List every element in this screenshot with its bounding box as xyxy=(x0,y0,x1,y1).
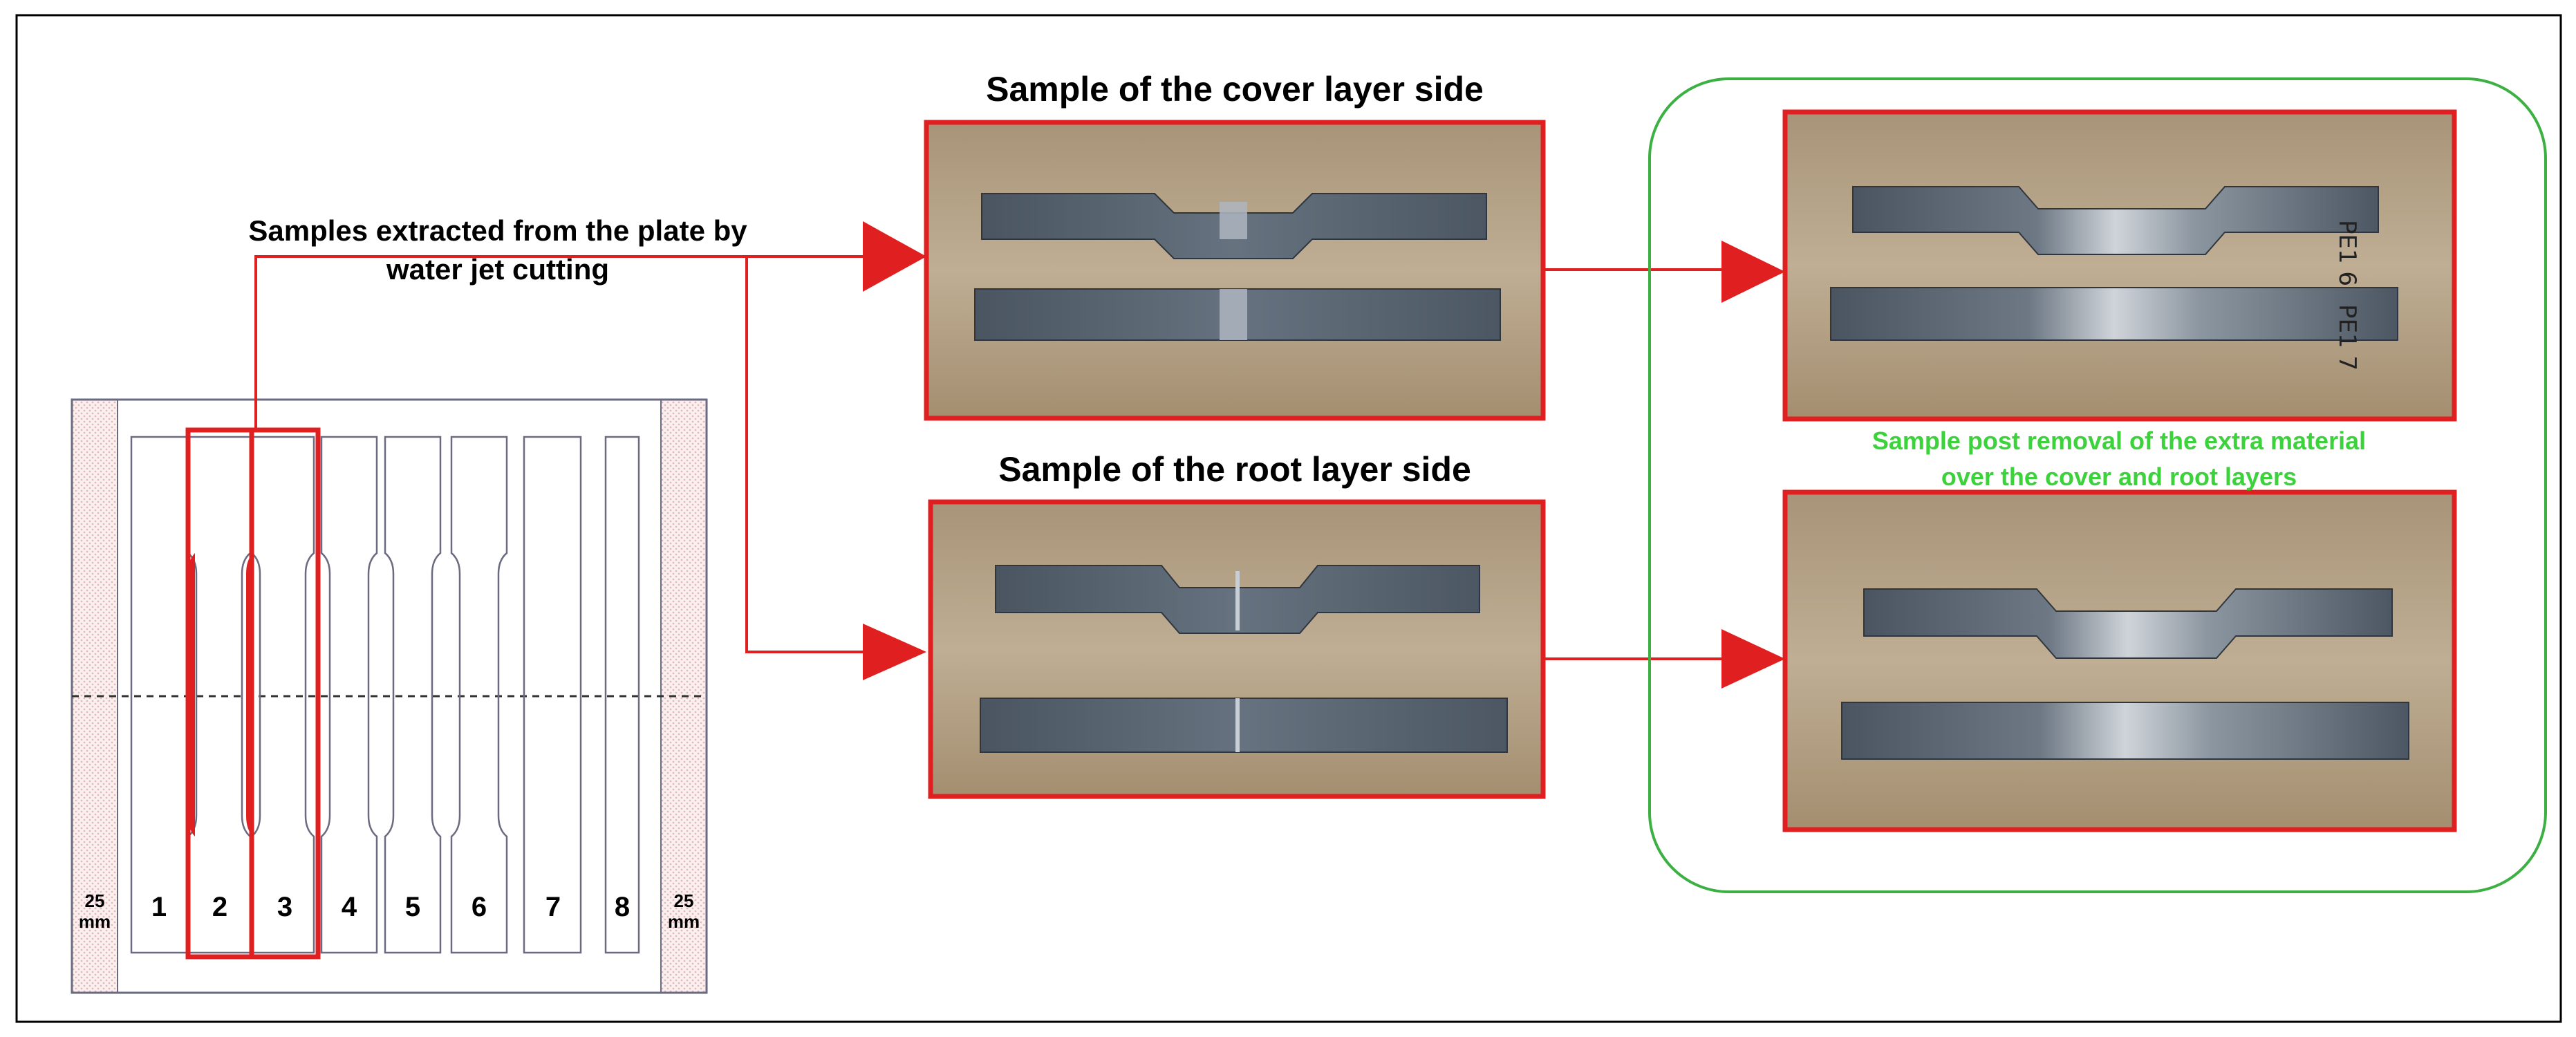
arrow-to-root-after xyxy=(1721,629,1785,689)
strip-outline-3 xyxy=(250,436,315,954)
photo-frame xyxy=(1782,489,2457,832)
strip-outline-7 xyxy=(523,436,582,954)
specimen-bar xyxy=(980,698,1508,753)
strip-label-2: 2 xyxy=(212,892,228,922)
photo-frame xyxy=(928,499,1546,799)
outer-frame xyxy=(15,14,2562,1023)
cover-side-title: Sample of the cover layer side xyxy=(986,70,1484,109)
strip-outline-6 xyxy=(450,436,508,954)
arrow-to-cover-after xyxy=(1721,241,1785,303)
handwriting-bottom: PE1 7 xyxy=(2333,304,2361,371)
strip-label-5: 5 xyxy=(404,892,421,922)
strip-outline-4 xyxy=(320,436,378,954)
photo-root-after xyxy=(1782,489,2457,832)
strip-3-selection xyxy=(249,427,321,960)
arrow-to-cover xyxy=(863,221,926,292)
extraction-caption-line2: water jet cutting xyxy=(386,253,610,286)
root-branch-connector xyxy=(745,256,892,653)
strip-label-7: 7 xyxy=(545,892,561,922)
photo-root-before xyxy=(928,499,1546,799)
extraction-connector xyxy=(254,255,892,430)
strip-label-8: 8 xyxy=(614,892,631,922)
arrow-to-root xyxy=(863,624,926,680)
post-removal-caption: Sample post removal of the extra materia… xyxy=(1770,423,2468,495)
specimen-bar xyxy=(1841,702,2409,760)
strip-outline-1 xyxy=(130,436,188,954)
strip-label-6: 6 xyxy=(471,892,487,922)
right-margin-unit: mm xyxy=(667,911,700,932)
photo-cover-before xyxy=(924,120,1546,421)
strip-outline-8 xyxy=(604,436,640,954)
extraction-caption-line1: Samples extracted from the plate by xyxy=(248,214,747,247)
plate-strips xyxy=(130,436,640,954)
plate-drawing xyxy=(71,398,708,994)
extraction-caption: Samples extracted from the plate by wate… xyxy=(200,212,795,289)
strip-label-3: 3 xyxy=(277,892,293,922)
strip-outline-2 xyxy=(187,436,252,954)
left-margin-value: 25 xyxy=(84,890,105,911)
post-removal-caption-line2: over the cover and root layers xyxy=(1941,463,2297,491)
weld-bead xyxy=(1220,289,1247,340)
weld-bead xyxy=(1220,202,1247,239)
right-margin-label: 25 mm xyxy=(663,890,704,932)
arrowheads xyxy=(863,221,1785,689)
specimen-dogbone xyxy=(1863,588,2393,659)
root-side-title: Sample of the root layer side xyxy=(998,450,1471,489)
post-removal-group xyxy=(1648,77,2547,893)
left-margin-label: 25 mm xyxy=(74,890,115,932)
left-margin-unit: mm xyxy=(78,911,111,932)
connectors xyxy=(254,255,1742,660)
strip-label-1: 1 xyxy=(151,892,167,922)
right-margin-value: 25 xyxy=(673,890,694,911)
photo-frame xyxy=(1782,109,2457,422)
specimen-bar xyxy=(1830,287,2398,341)
specimen-dogbone xyxy=(1852,186,2379,255)
photo-cover-after: PE1 6 PE1 7 xyxy=(1782,109,2457,422)
strip-label-4: 4 xyxy=(341,892,357,922)
photo-frame xyxy=(924,120,1546,421)
handwriting-top: PE1 6 xyxy=(2333,220,2361,286)
strip-outline-5 xyxy=(384,436,442,954)
post-removal-caption-line1: Sample post removal of the extra materia… xyxy=(1872,427,2367,455)
